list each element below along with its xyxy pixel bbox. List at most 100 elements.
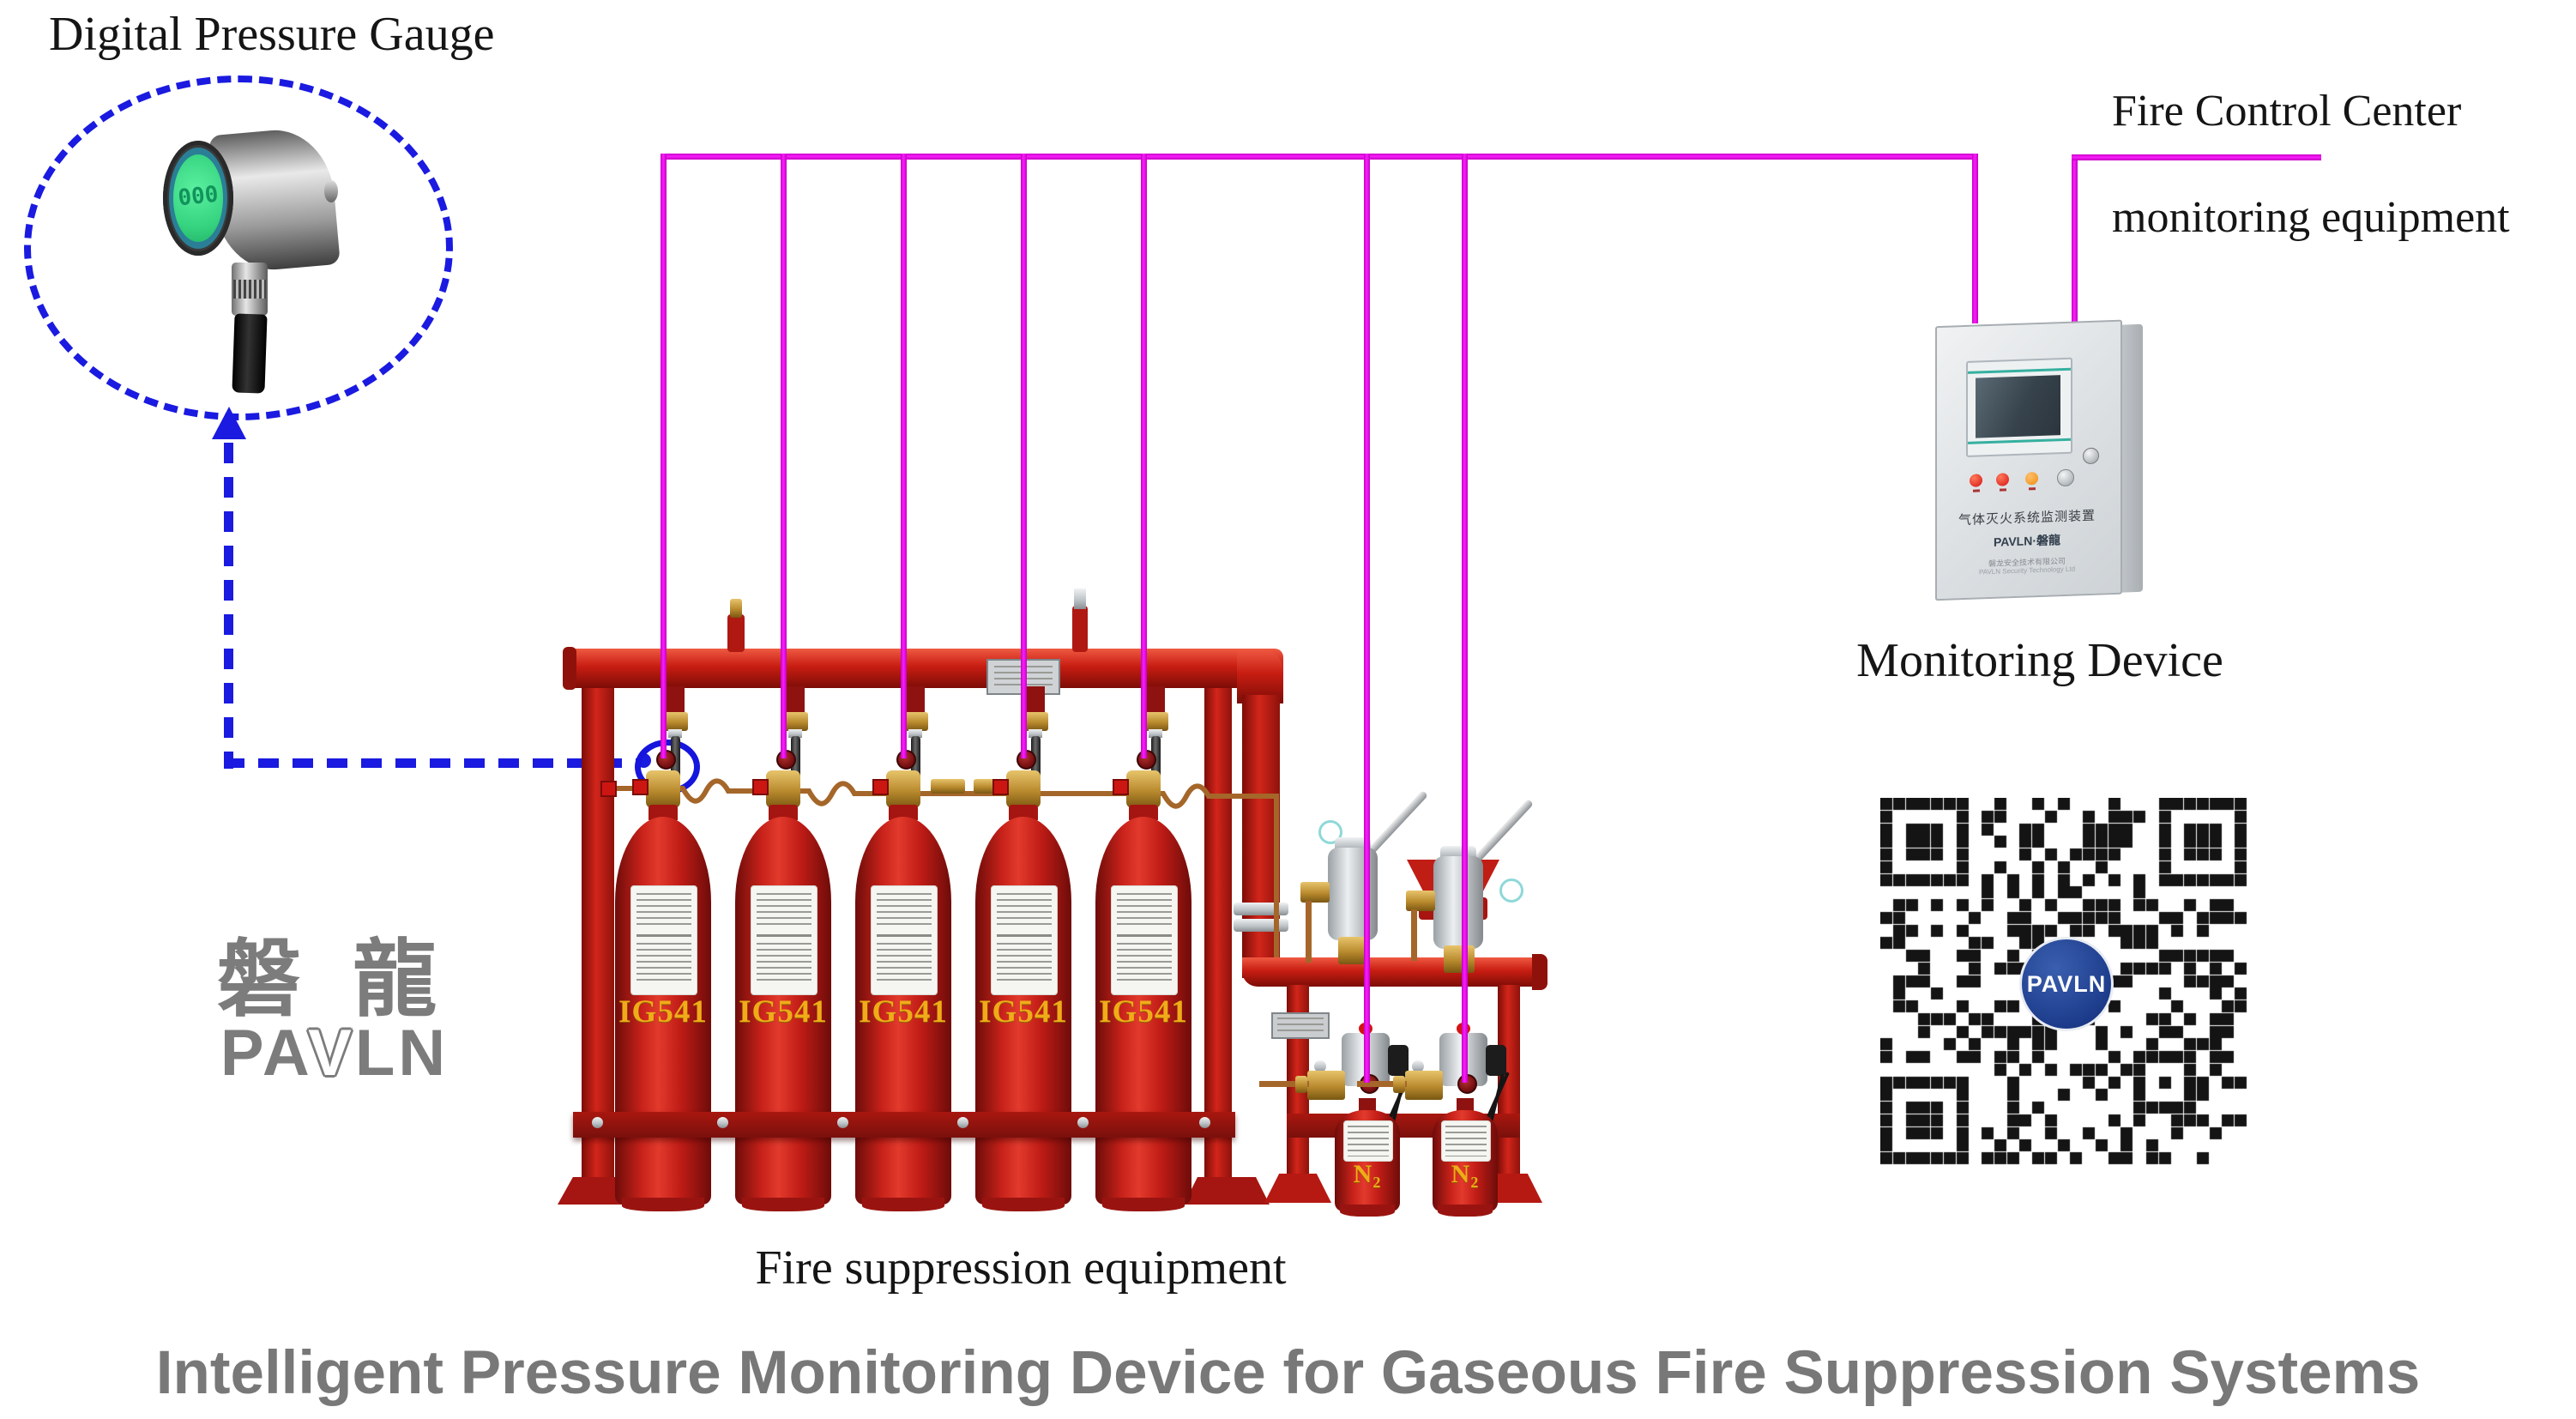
cylinder-drop-pipe [1026, 686, 1045, 716]
page-title: Intelligent Pressure Monitoring Device f… [155, 1339, 2421, 1407]
signal-line-cylinder-4 [1021, 154, 1027, 758]
n2-agent-label: N₂ [1353, 1160, 1382, 1188]
cylinder-drop-pipe [666, 686, 685, 716]
bracket-bolt [837, 1117, 848, 1128]
n2-feed-tee [1295, 1076, 1307, 1093]
n2-connector [1486, 1045, 1506, 1076]
signal-line-device-right [2072, 157, 2078, 323]
signal-line-cylinder-5 [1141, 154, 1147, 758]
cylinder-valve [646, 770, 680, 808]
cylinder-body [855, 817, 951, 1205]
cylinder-collar [908, 729, 922, 738]
cylinder-valve-tee [872, 779, 889, 795]
cylinder-body [975, 817, 1071, 1205]
cylinder-valve [1006, 770, 1041, 808]
cylinder-agent-label: IG541 [618, 994, 708, 1030]
cylinder-agent-label: IG541 [1099, 994, 1188, 1030]
n2-cylinder-unit: N₂ [1259, 1021, 1445, 1227]
cylinder-drop-pipe [786, 686, 805, 716]
cylinder-spec-label [630, 885, 697, 995]
n2-regulator [1405, 1071, 1443, 1100]
cylinder-valve [886, 770, 920, 808]
signal-line-device-left [1972, 154, 1978, 323]
cylinder-body [735, 817, 831, 1205]
cylinder-valve-tee [992, 779, 1009, 795]
valve-wire-loop [1318, 820, 1342, 844]
callout-dashed-horizontal [224, 758, 637, 768]
cylinder-valve-tee [1113, 779, 1129, 795]
cylinder-agent-label: IG541 [859, 994, 948, 1030]
device-screen [1976, 375, 2060, 438]
relief-valve-tip [730, 599, 742, 618]
cylinder-base [862, 1198, 944, 1211]
pigtail-post-tee [600, 781, 617, 797]
n2-spec-label [1343, 1120, 1393, 1162]
qr-logo-text: PAVLN [2026, 970, 2107, 997]
brand-en-ln: LN [354, 1017, 449, 1090]
cylinder-bracket-bar [573, 1112, 1235, 1138]
signal-line-n2-1 [1364, 154, 1370, 1083]
n2-base [1438, 1205, 1493, 1217]
cylinder-spec-label [751, 885, 817, 995]
valve-copper-drop [1411, 909, 1417, 961]
cylinder-collar [788, 729, 802, 738]
valve-wire-loop [1499, 879, 1523, 903]
device-indicator-label-mark [1973, 489, 1980, 492]
control-center-line1: Fire Control Center [2112, 87, 2462, 136]
n2-neck [1359, 1098, 1376, 1114]
manifold-end-cap [563, 647, 576, 690]
valve-body [1433, 856, 1483, 949]
n2-copper-feed [1259, 1081, 1309, 1087]
cylinder-drop-pipe [1146, 686, 1165, 716]
brand-en: PAVLN [206, 1016, 463, 1090]
gauge-nub [324, 180, 338, 202]
n2-manifold-cap [1532, 954, 1547, 990]
manifold-pipe [564, 649, 1283, 688]
selector-valve [1390, 798, 1578, 978]
gauge-face [173, 154, 223, 242]
n2-regulator-knob [1314, 1060, 1326, 1072]
cylinder-collar [1029, 729, 1042, 738]
cylinder-agent-label: IG541 [739, 994, 828, 1030]
n2-agent-label: N₂ [1451, 1160, 1480, 1188]
signal-line-cylinder-2 [781, 154, 787, 758]
brand-cn: 磐 龍 [216, 934, 453, 1027]
monitoring-device: 气体灭火系统监测装置 PAVLN·磐龍 磐龙安全技术有限公司 PAVLN Sec… [1935, 319, 2143, 601]
relief-valve-stub [727, 614, 745, 652]
gas-cylinder: IG541 [603, 678, 723, 1217]
device-indicator-label-mark [2029, 487, 2036, 491]
n2-regulator-knob [1412, 1060, 1424, 1072]
cylinder-body [1095, 817, 1191, 1205]
valve-body [1328, 848, 1378, 940]
equipment-caption: Fire suppression equipment [755, 1241, 1287, 1295]
bracket-bolt [1077, 1117, 1089, 1128]
cylinder-union-nut [1143, 712, 1168, 731]
cylinder-neck [1129, 805, 1158, 820]
cylinder-union-nut [662, 712, 688, 731]
cylinder-neck [769, 805, 798, 820]
cylinder-spec-label [871, 885, 938, 995]
cylinder-collar [668, 729, 682, 738]
cylinder-valve [1126, 770, 1161, 808]
gas-cylinder: IG541 [723, 678, 843, 1217]
cylinder-body [615, 817, 711, 1205]
callout-title: Digital Pressure Gauge [49, 8, 495, 61]
signal-line-n2-2 [1462, 154, 1468, 1083]
bracket-bolt [592, 1117, 603, 1128]
signal-line-cylinder-3 [901, 154, 907, 758]
cylinder-spec-label [991, 885, 1058, 995]
cylinder-base [742, 1198, 824, 1211]
cylinder-neck [1009, 805, 1038, 820]
cylinder-valve-tee [632, 779, 649, 795]
control-center-line2: monitoring equipment [2112, 193, 2510, 242]
callout-arrow-icon [212, 407, 246, 439]
n2-manifold-pipe [1242, 957, 1541, 987]
bracket-bolt [1199, 1117, 1210, 1128]
valve-side-fitting [1300, 882, 1330, 903]
cylinder-valve [766, 770, 800, 808]
n2-neck [1457, 1098, 1474, 1114]
gas-cylinder: IG541 [963, 678, 1083, 1217]
cylinder-union-nut [782, 712, 808, 731]
